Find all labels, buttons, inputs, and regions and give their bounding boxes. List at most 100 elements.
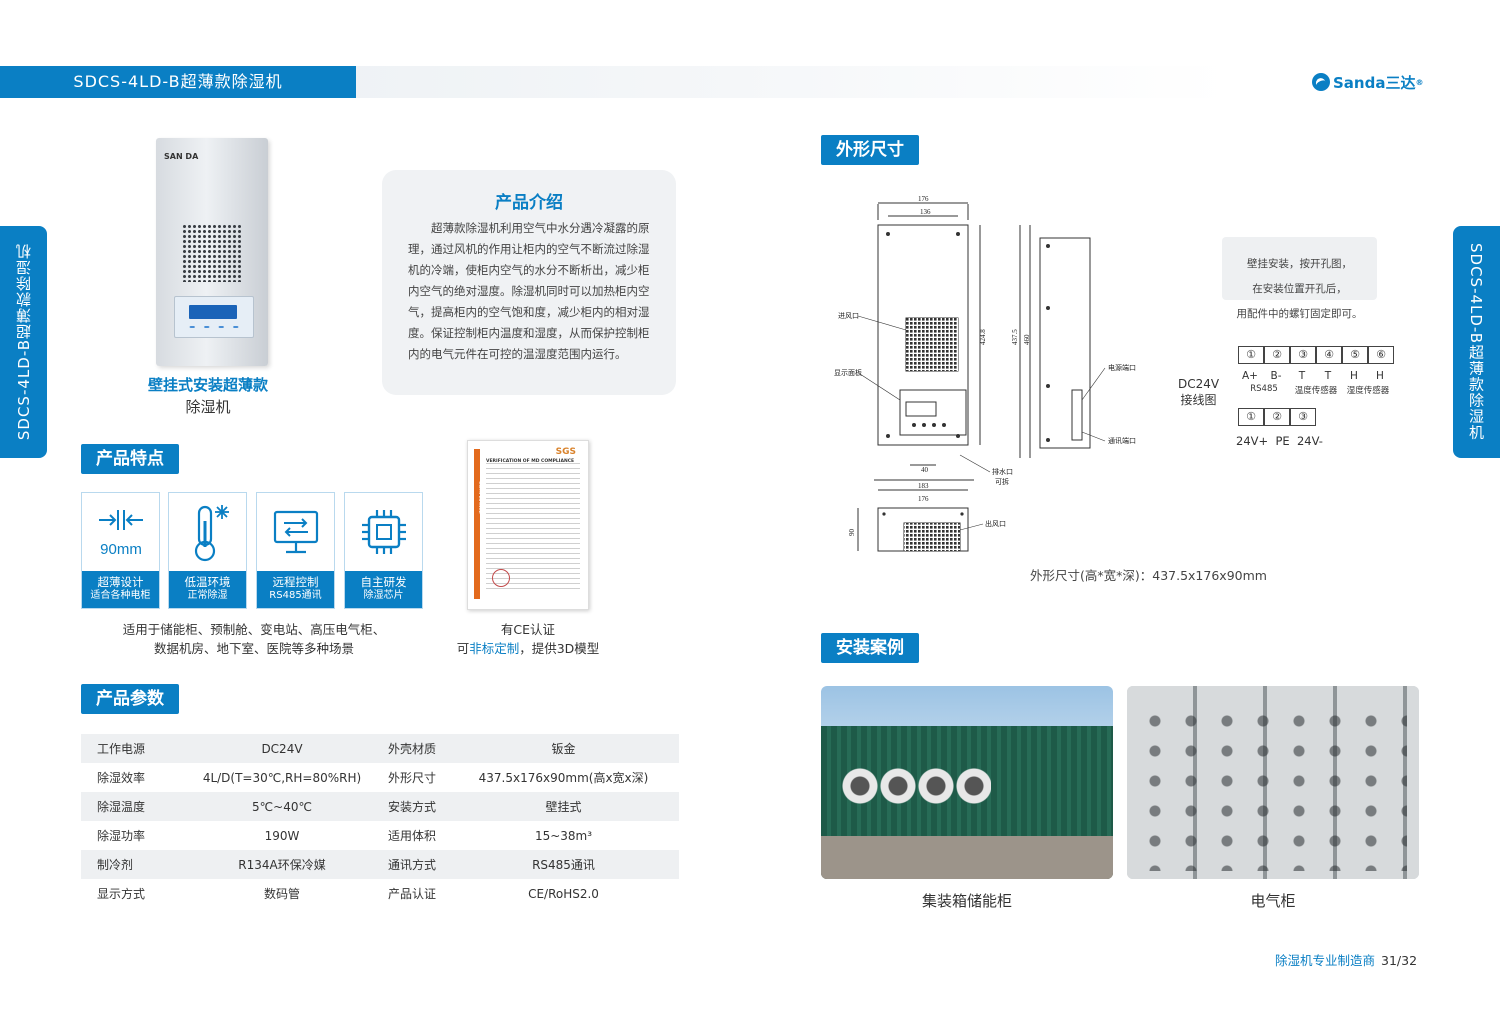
device-buttons <box>185 324 243 330</box>
label-display: 显示面板 <box>834 368 862 377</box>
terminal-group-label: 温度传感器 <box>1294 386 1338 396</box>
case-caption-container: 集装箱储能柜 <box>921 892 1012 910</box>
terminal-group-label: RS485 <box>1250 384 1278 394</box>
registered-mark: ® <box>1415 77 1424 87</box>
dim-136: 136 <box>920 208 931 216</box>
device-display-panel <box>174 296 254 338</box>
terminal-cell: ② <box>1264 346 1290 364</box>
install-note: 壁挂安装，按开孔图， 在安装位置开孔后， 用配件中的螺钉固定即可。 <box>1222 237 1377 320</box>
dimension-drawing: 176 136 424.8 437.5 460 进风口 显示面板 电源端口 通讯… <box>834 195 1136 552</box>
thermometer-snowflake-icon <box>169 493 246 571</box>
label-inlet: 进风口 <box>838 312 859 320</box>
params-section-title: 产品参数 <box>81 684 179 714</box>
device-screen <box>189 305 237 319</box>
dim-176: 176 <box>918 195 929 203</box>
certificate-side-bar <box>474 449 480 599</box>
params-cell-k1: 除湿温度 <box>97 800 146 814</box>
sgs-logo: SGS <box>555 447 576 457</box>
feature-card-remote: 远程控制 RS485通讯 <box>256 492 335 609</box>
power-terminal-labels: 24V+ PE 24V- <box>1236 434 1323 448</box>
params-cell-v1: 5℃~40℃ <box>252 799 312 814</box>
feature-line2: 适合各种电柜 <box>90 590 151 601</box>
case-caption-cabinet: 电气柜 <box>1250 892 1296 910</box>
terminal-label: H <box>1376 370 1384 382</box>
feature-label: 超薄设计 适合各种电柜 <box>82 571 159 608</box>
install-note-line2: 在安装位置开孔后， <box>1252 283 1347 295</box>
params-cell-k1: 工作电源 <box>97 742 146 756</box>
params-cell-v1: DC24V <box>261 741 303 756</box>
electrical-cabinet-photo <box>1127 686 1419 879</box>
side-tab-left-label: SDCS-4LD-B超薄款除湿机 <box>15 243 33 441</box>
side-tab-right: SDCS-4LD-B超薄款除湿机 <box>1453 226 1500 458</box>
dimension-caption: 外形尺寸(高*宽*深)：437.5x176x90mm <box>1030 568 1267 583</box>
custom-highlight: 非标定制 <box>469 641 520 656</box>
feature-card-chip: 自主研发 除湿芯片 <box>344 492 423 609</box>
install-note-line1: 壁挂安装，按开孔图， <box>1247 258 1352 270</box>
feature-label: 远程控制 RS485通讯 <box>257 571 334 608</box>
ac-units <box>841 761 991 811</box>
params-cell-k1: 显示方式 <box>97 887 146 901</box>
cabinet-controls <box>1137 706 1407 871</box>
params-cell-v1: 数码管 <box>263 887 300 901</box>
chip-icon <box>345 493 422 571</box>
params-cell-k2: 产品认证 <box>388 887 437 901</box>
terminal-cell: ⑤ <box>1342 346 1368 364</box>
terminal-label: A+ <box>1242 370 1258 382</box>
page-title: SDCS-4LD-B超薄款除湿机 <box>0 66 356 98</box>
params-cell-k2: 安装方式 <box>388 800 437 814</box>
ground <box>821 836 1113 879</box>
dim-176b: 176 <box>918 495 929 503</box>
certificate-caption-line1: 有CE认证 <box>500 622 556 637</box>
feature-label: 低温环境 正常除湿 <box>169 571 246 608</box>
feature-card-low-temp: 低温环境 正常除湿 <box>168 492 247 609</box>
params-cell-v1: 4L/D(T=30℃,RH=80%RH) <box>202 770 362 785</box>
dim-437: 437.5 <box>1011 329 1019 345</box>
brand-name: Sanda三达 <box>1333 73 1416 92</box>
footer: 除湿机专业制造商 31/32 <box>1275 950 1417 969</box>
dim-90: 90 <box>848 529 856 537</box>
intro-title: 产品介绍 <box>495 193 563 213</box>
params-row: 除湿温度 5℃~40℃ 安装方式 壁挂式 <box>81 792 679 821</box>
install-note-line3: 用配件中的螺钉固定即可。 <box>1236 308 1363 320</box>
ce-certificate-image: SGS VERIFICATION OF MD COMPLIANCE COMPLI… <box>467 440 589 610</box>
terminal-label: B- <box>1270 370 1282 382</box>
intro-card: 产品介绍 超薄款除湿机利用空气中水分遇冷凝露的原理，通过风机的作用让柜内的空气不… <box>382 170 676 395</box>
usage-line2: 数据机房、地下室、医院等多种场景 <box>153 641 354 656</box>
params-cell-k2: 适用体积 <box>388 829 437 843</box>
product-caption-line2: 除湿机 <box>185 398 231 416</box>
dim-40: 40 <box>921 466 929 474</box>
terminal-label: T <box>1298 370 1306 382</box>
certificate-caption-line2: 可非标定制，提供3D模型 <box>456 641 600 656</box>
label-power-port: 电源端口 <box>1108 363 1136 372</box>
params-cell-k2: 通讯方式 <box>388 858 437 872</box>
params-cell-v2: 钣金 <box>551 742 576 756</box>
terminal-label: H <box>1350 370 1358 382</box>
feature-line1: 自主研发 <box>360 575 407 589</box>
footer-text: 除湿机专业制造商 <box>1275 953 1376 968</box>
power-terminal-cell: ③ <box>1290 408 1316 426</box>
terminal-cell: ④ <box>1316 346 1342 364</box>
wiring-title: DC24V 接线图 <box>1178 376 1219 408</box>
stamp-icon <box>492 569 510 587</box>
feature-line2: 除湿芯片 <box>363 590 404 601</box>
side-tab-left: SDCS-4LD-B超薄款除湿机 <box>0 226 47 458</box>
wiring-title-line1: DC24V <box>1178 377 1220 391</box>
dim-460: 460 <box>1023 334 1031 345</box>
params-cell-k2: 外形尺寸 <box>388 771 437 785</box>
certificate-side-text: COMPLIANCE <box>477 481 483 514</box>
feature-label: 自主研发 除湿芯片 <box>345 571 422 608</box>
product-image: SAN DA <box>156 138 268 366</box>
device-logo: SAN DA <box>164 152 199 161</box>
label-comm-port: 通讯端口 <box>1108 436 1136 445</box>
terminal-cell: ⑥ <box>1368 346 1394 364</box>
certificate-caption: 有CE认证 可非标定制，提供3D模型 <box>430 620 626 658</box>
cases-section-title: 安装案例 <box>821 633 919 663</box>
brand-logo: Sanda三达 ® <box>1312 70 1423 94</box>
params-cell-v2: RS485通讯 <box>532 858 595 872</box>
params-cell-v2: 壁挂式 <box>545 800 582 814</box>
params-cell-k1: 除湿功率 <box>97 829 146 843</box>
page-number: 31/32 <box>1381 953 1418 968</box>
